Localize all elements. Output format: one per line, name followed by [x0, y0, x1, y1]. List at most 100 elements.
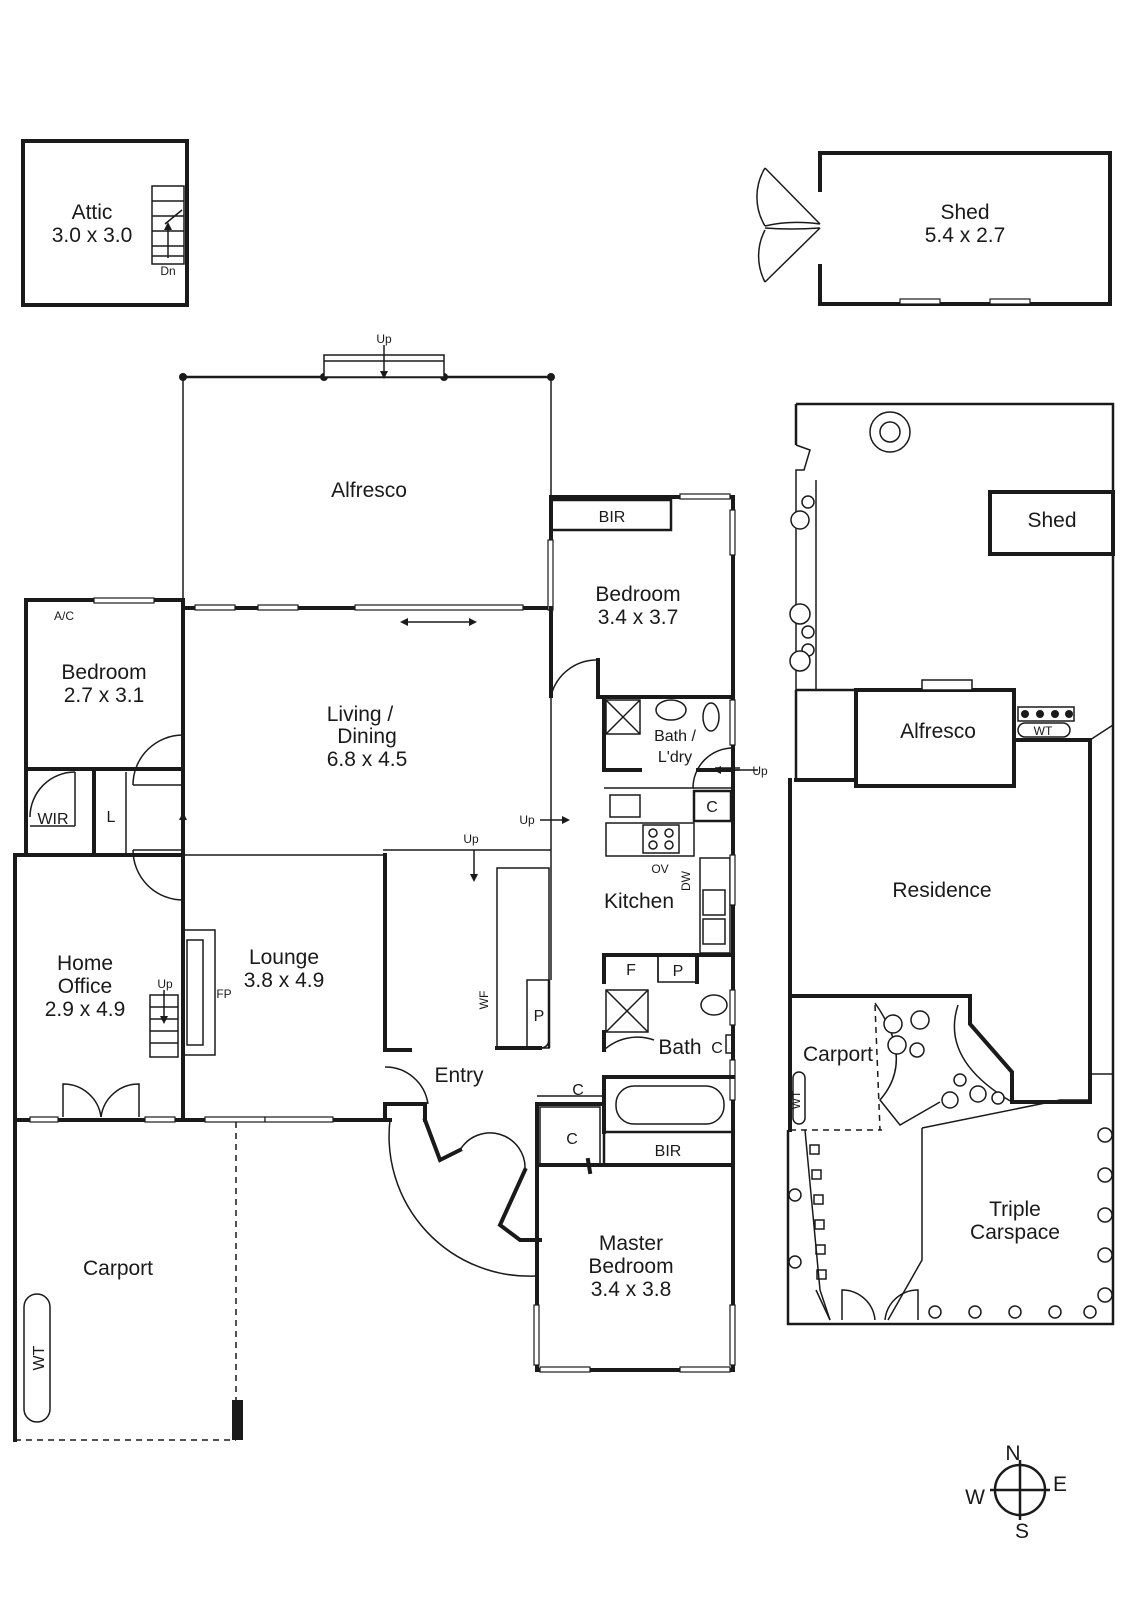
carport-water-tank-label: WT [31, 1345, 48, 1370]
bedroom-1-label: Bedroom [595, 583, 680, 606]
lounge: FP Up Lounge 3.8 x 4.9 [182, 832, 551, 1123]
fireplace-icon [182, 929, 216, 1056]
master-label-2: Bedroom [588, 1255, 673, 1278]
carspace-label-1: Triple [989, 1198, 1041, 1221]
lounge-dims: 3.8 x 4.9 [244, 969, 325, 992]
shed-window [989, 298, 1031, 305]
carspace-label-2: Carspace [970, 1221, 1060, 1244]
wood-fire-label: WF [477, 991, 491, 1010]
home-office-label-2: Office [58, 975, 112, 998]
water-tank-icon [23, 1293, 51, 1423]
bath-laundry: Bath / L'dry Up C [550, 695, 768, 980]
main-house: Up Alfresco [13, 332, 768, 1442]
site-trees-left [789, 495, 815, 672]
ac-label: A/C [54, 609, 74, 623]
shed-dims: 5.4 x 2.7 [925, 224, 1006, 247]
attic-stair-label: Dn [160, 264, 175, 278]
hall-cupboard-label-2: C [566, 1131, 578, 1148]
office-doors [62, 1083, 140, 1118]
wir-label: WIR [37, 811, 68, 828]
bir-label: BIR [599, 509, 626, 526]
bath-laundry-label-1: Bath / [654, 728, 696, 745]
entry-label: Entry [434, 1064, 484, 1087]
fireplace-label: FP [216, 987, 231, 1001]
living-label-1: Living / [327, 703, 394, 726]
kitchen-label: Kitchen [604, 890, 674, 913]
site-driveway [788, 1129, 919, 1321]
bathtub-icon [615, 1085, 725, 1125]
home-office-label-1: Home [57, 952, 113, 975]
linen-label: L [107, 809, 116, 826]
compass-east: E [1053, 1473, 1067, 1496]
kitchen: OV DW Kitchen Up F P [519, 787, 736, 984]
master-label-1: Master [599, 1232, 663, 1255]
sink-icon [702, 889, 726, 916]
carport-label: Carport [83, 1257, 153, 1280]
dishwasher-label: DW [679, 870, 693, 891]
attic-label: Attic [72, 201, 113, 224]
kitchen-up-label: Up [519, 813, 535, 827]
bedroom-2: A/C Bedroom 2.7 x 3.1 WIR L [26, 597, 187, 901]
living-dining: Living / Dining 6.8 x 4.5 [194, 604, 524, 771]
site-alfresco-label: Alfresco [900, 720, 976, 743]
hall-closets: C C BIR [535, 1082, 735, 1167]
site-carport-water-tank-label: WT [789, 1090, 803, 1109]
lounge-up-label: Up [463, 832, 479, 846]
shed-walls [818, 151, 1112, 306]
living-dims: 6.8 x 4.5 [327, 748, 408, 771]
bedroom-2-dims: 2.7 x 3.1 [64, 684, 145, 707]
alfresco-label: Alfresco [331, 479, 407, 502]
attic-stair [151, 185, 185, 265]
site-shed [988, 490, 1115, 556]
shed-doors [756, 167, 821, 283]
home-office-dims: 2.9 x 4.9 [45, 998, 126, 1021]
site-residence [788, 738, 1092, 1104]
compass-south: S [1015, 1520, 1029, 1543]
cooktop-icon [642, 824, 680, 854]
home-office: Up Home Office 2.9 x 4.9 [29, 952, 179, 1123]
alfresco: Up Alfresco [179, 332, 555, 608]
laundry-up-label: Up [752, 764, 768, 778]
oven-label: OV [651, 862, 668, 876]
lounge-label: Lounge [249, 946, 319, 969]
laundry-cupboard-label: C [706, 799, 718, 816]
shed-window [899, 298, 941, 305]
compass-west: W [965, 1486, 985, 1509]
attic-walls [21, 139, 189, 307]
hall-cupboard-label-1: C [572, 1082, 584, 1099]
attic: Attic 3.0 x 3.0 Dn [21, 139, 189, 307]
living-label-2: Dining [337, 725, 397, 748]
master-bedroom: Master Bedroom 3.4 x 3.8 [533, 1163, 736, 1373]
master-bir-label: BIR [655, 1143, 682, 1160]
bath: Bath C [602, 989, 736, 1134]
pantry-label: P [673, 963, 684, 980]
bedroom-1-dims: 3.4 x 3.7 [598, 606, 679, 629]
alfresco-up-label: Up [376, 332, 392, 346]
bedroom-1: BIR Bedroom 3.4 x 3.7 [547, 493, 736, 699]
bedroom-2-label: Bedroom [61, 661, 146, 684]
entry: P WF Entry [384, 867, 593, 1277]
shed-label: Shed [940, 201, 989, 224]
bath-label: Bath [658, 1036, 701, 1059]
site-residence-label: Residence [892, 879, 991, 902]
compass-north: N [1005, 1442, 1020, 1465]
site-carport-label: Carport [803, 1043, 873, 1066]
carport: WT Carport [15, 1122, 243, 1441]
compass: N E S W [965, 1442, 1067, 1543]
bath-laundry-label-2: L'dry [658, 749, 692, 766]
site-trees-right [928, 1127, 1113, 1319]
site-plan: Shed Alfresco WT Residence WT Carport [786, 402, 1115, 1326]
attic-dims: 3.0 x 3.0 [52, 224, 133, 247]
entry-pantry-label: P [534, 1008, 545, 1025]
site-garden [874, 1002, 1013, 1126]
fridge-label: F [626, 962, 636, 979]
site-water-tank-label: WT [1034, 724, 1053, 738]
master-dims: 3.4 x 3.8 [591, 1278, 672, 1301]
site-water-tank-icon [1017, 722, 1071, 738]
shed: Shed 5.4 x 2.7 [756, 151, 1112, 306]
site-shed-label: Shed [1027, 509, 1076, 532]
office-up-label: Up [157, 977, 173, 991]
bath-cupboard-label: C [711, 1040, 723, 1057]
